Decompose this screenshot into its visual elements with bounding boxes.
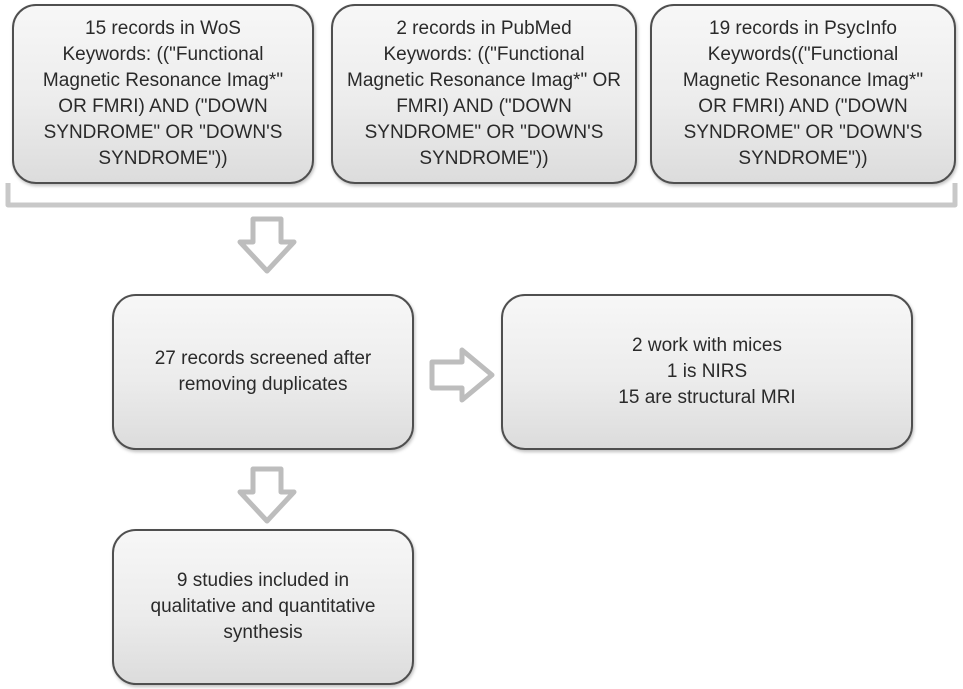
excluded-line-2: 1 is NIRS [666, 361, 748, 382]
wos-line-5: SYNDROME" OR "DOWN'S [43, 122, 283, 143]
included-studies-box: 9 studies included in qualitative and qu… [112, 529, 414, 685]
wos-records-box: 15 records in WoS Keywords: (("Functiona… [12, 4, 314, 184]
pubmed-records-box: 2 records in PubMed Keywords: (("Functio… [331, 4, 637, 184]
included-line-1: 9 studies included in [176, 570, 350, 591]
pubmed-line-3: Magnetic Resonance Imag*" OR [347, 70, 621, 91]
psycinfo-line-6: SYNDROME")) [738, 148, 868, 169]
down-arrow-icon [237, 216, 297, 274]
wos-line-1: 15 records in WoS [85, 18, 241, 39]
pubmed-line-5: SYNDROME" OR "DOWN'S [364, 122, 604, 143]
wos-line-4: OR FMRI) AND ("DOWN [58, 96, 268, 117]
included-line-3: synthesis [223, 622, 303, 643]
right-arrow-icon [429, 347, 495, 403]
psycinfo-line-3: Magnetic Resonance Imag*" [682, 70, 924, 91]
psycinfo-line-4: OR FMRI) AND ("DOWN [698, 96, 908, 117]
wos-line-2: Keywords: (("Functional [62, 44, 264, 65]
pubmed-line-6: SYNDROME")) [419, 148, 549, 169]
psycinfo-records-box: 19 records in PsycInfo Keywords(("Functi… [650, 4, 956, 184]
screened-line-1: 27 records screened after [154, 348, 372, 369]
down-arrow-icon [237, 466, 297, 524]
pubmed-line-1: 2 records in PubMed [396, 18, 572, 39]
psycinfo-line-5: SYNDROME" OR "DOWN'S [683, 122, 923, 143]
excluded-line-1: 2 work with mices [632, 335, 782, 356]
wos-line-3: Magnetic Resonance Imag*" [42, 70, 284, 91]
included-line-2: qualitative and quantitative [150, 596, 376, 617]
excluded-records-box: 2 work with mices 1 is NIRS 15 are struc… [501, 294, 913, 450]
pubmed-line-4: FMRI) AND ("DOWN [396, 96, 572, 117]
psycinfo-line-1: 19 records in PsycInfo [709, 18, 897, 39]
screened-records-box: 27 records screened after removing dupli… [112, 294, 414, 450]
screened-line-2: removing duplicates [178, 374, 348, 395]
wos-line-6: SYNDROME")) [98, 148, 228, 169]
psycinfo-line-2: Keywords(("Functional [707, 44, 899, 65]
excluded-line-3: 15 are structural MRI [618, 387, 796, 408]
pubmed-line-2: Keywords: (("Functional [383, 44, 585, 65]
